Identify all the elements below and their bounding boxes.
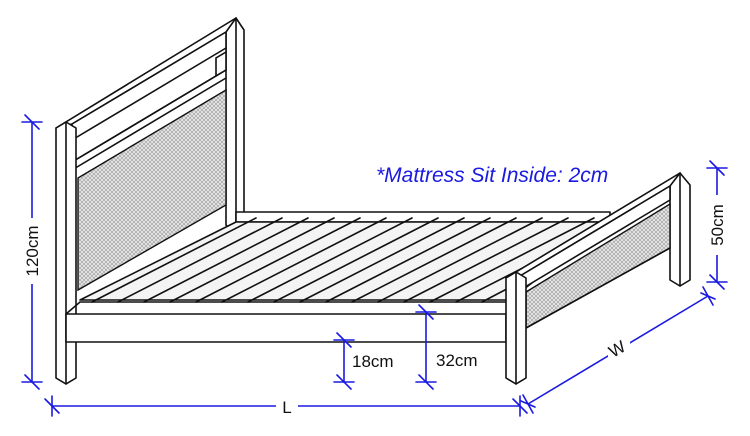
floor-clearance-dimension: 32cm — [415, 304, 478, 390]
height-120-label: 120cm — [23, 225, 42, 276]
floor-clearance-label: 32cm — [436, 351, 478, 370]
slat-gap-dimension: 18cm — [333, 332, 394, 390]
back-side-rail — [235, 211, 611, 223]
slat-gap-label: 18cm — [352, 352, 394, 371]
slats — [91, 217, 606, 303]
mattress-note: *Mattress Sit Inside: 2cm — [376, 164, 608, 187]
width-dimension: W — [520, 286, 716, 414]
height-120-dimension: 120cm — [20, 114, 44, 390]
height-50-dimension: 50cm — [704, 160, 730, 290]
slat-base — [79, 211, 611, 303]
height-50-label: 50cm — [708, 204, 727, 246]
footboard — [505, 172, 691, 385]
length-dimension: L — [44, 395, 528, 417]
front-side-rail — [65, 313, 507, 343]
length-label: L — [282, 398, 291, 417]
headboard — [55, 17, 245, 385]
headboard-mesh-panel — [77, 88, 227, 292]
headboard-right-post — [225, 17, 245, 236]
